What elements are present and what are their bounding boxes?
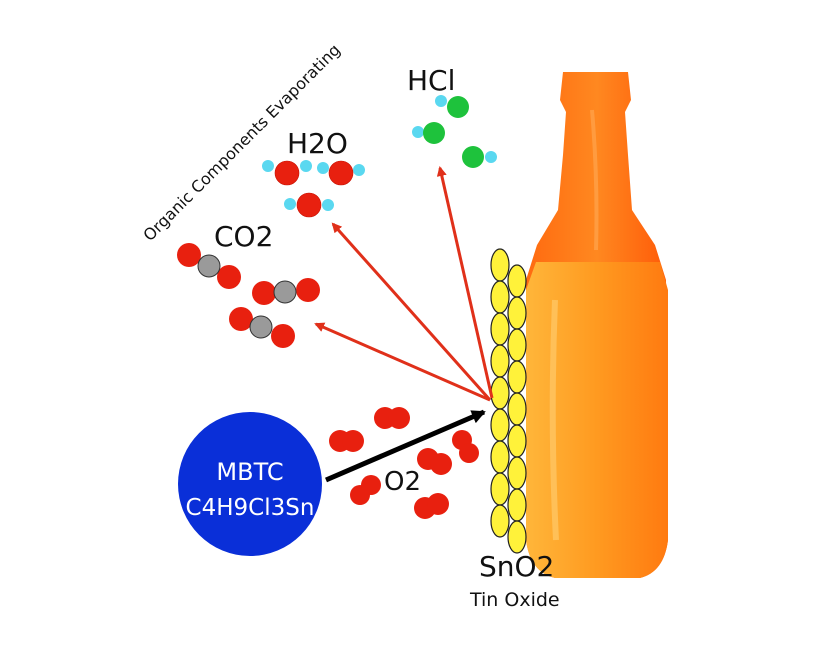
co2-molecule	[252, 278, 320, 305]
h2o-molecule	[284, 192, 334, 218]
o2-molecule	[350, 475, 381, 505]
hcl-molecule	[435, 95, 469, 118]
o2-molecules	[329, 407, 479, 519]
h2o-molecule	[317, 160, 365, 186]
co2-label: CO2	[214, 220, 273, 253]
co2-molecules	[177, 243, 320, 348]
o2-molecule	[329, 430, 364, 452]
h2o-molecule	[262, 160, 312, 186]
co2-molecule	[229, 307, 295, 348]
sno2-label: SnO2	[479, 550, 554, 583]
h2o-label: H2O	[287, 127, 348, 160]
hcl-molecule	[462, 146, 497, 168]
hcl-label: HCl	[407, 64, 455, 97]
hcl-molecule	[412, 122, 445, 144]
evaporation-arrows	[314, 166, 494, 402]
tin-oxide-label: Tin Oxide	[469, 589, 560, 611]
o2-molecule	[452, 430, 479, 463]
arrow-to-h2o	[331, 222, 492, 401]
bottle	[512, 66, 678, 580]
o2-label: O2	[384, 467, 421, 497]
mbtc-formula: C4H9Cl3Sn	[186, 495, 315, 521]
o2-molecule	[414, 493, 449, 519]
mbtc-label: MBTC	[216, 458, 283, 486]
co2-molecule	[177, 243, 241, 289]
o2-molecule	[374, 407, 410, 429]
tin-oxide-layer	[490, 248, 527, 554]
arrow-to-hcl	[436, 166, 494, 399]
arrow-to-co2	[314, 322, 491, 402]
mbtc-circle	[178, 412, 322, 556]
hcl-molecules	[412, 95, 497, 168]
o2-molecule	[417, 448, 452, 475]
mbtc-arrow	[325, 409, 486, 483]
h2o-molecules	[262, 160, 365, 218]
